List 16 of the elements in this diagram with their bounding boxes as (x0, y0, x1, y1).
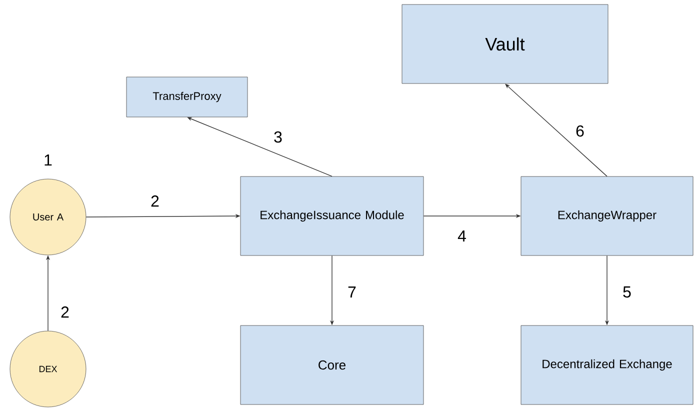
circle-node: DEX (10, 330, 86, 408)
process-box: Decentralized Exchange (520, 325, 694, 405)
edge-label: 6 (574, 124, 586, 138)
edge-label: 3 (272, 130, 284, 144)
process-box: Vault (402, 4, 608, 84)
process-box: Core (240, 325, 424, 405)
edge-label: 5 (622, 285, 632, 299)
step-number: 1 (44, 154, 52, 166)
process-box: ExchangeIssuance Module (240, 176, 424, 256)
edge-label: 4 (456, 230, 468, 242)
edge-label: 2 (60, 305, 70, 319)
circle-node: User A (10, 178, 86, 256)
edge-label: 2 (150, 194, 160, 208)
edge-label: 7 (346, 286, 358, 298)
process-box: TransferProxy (126, 76, 248, 118)
process-box: ExchangeWrapper (520, 176, 694, 256)
